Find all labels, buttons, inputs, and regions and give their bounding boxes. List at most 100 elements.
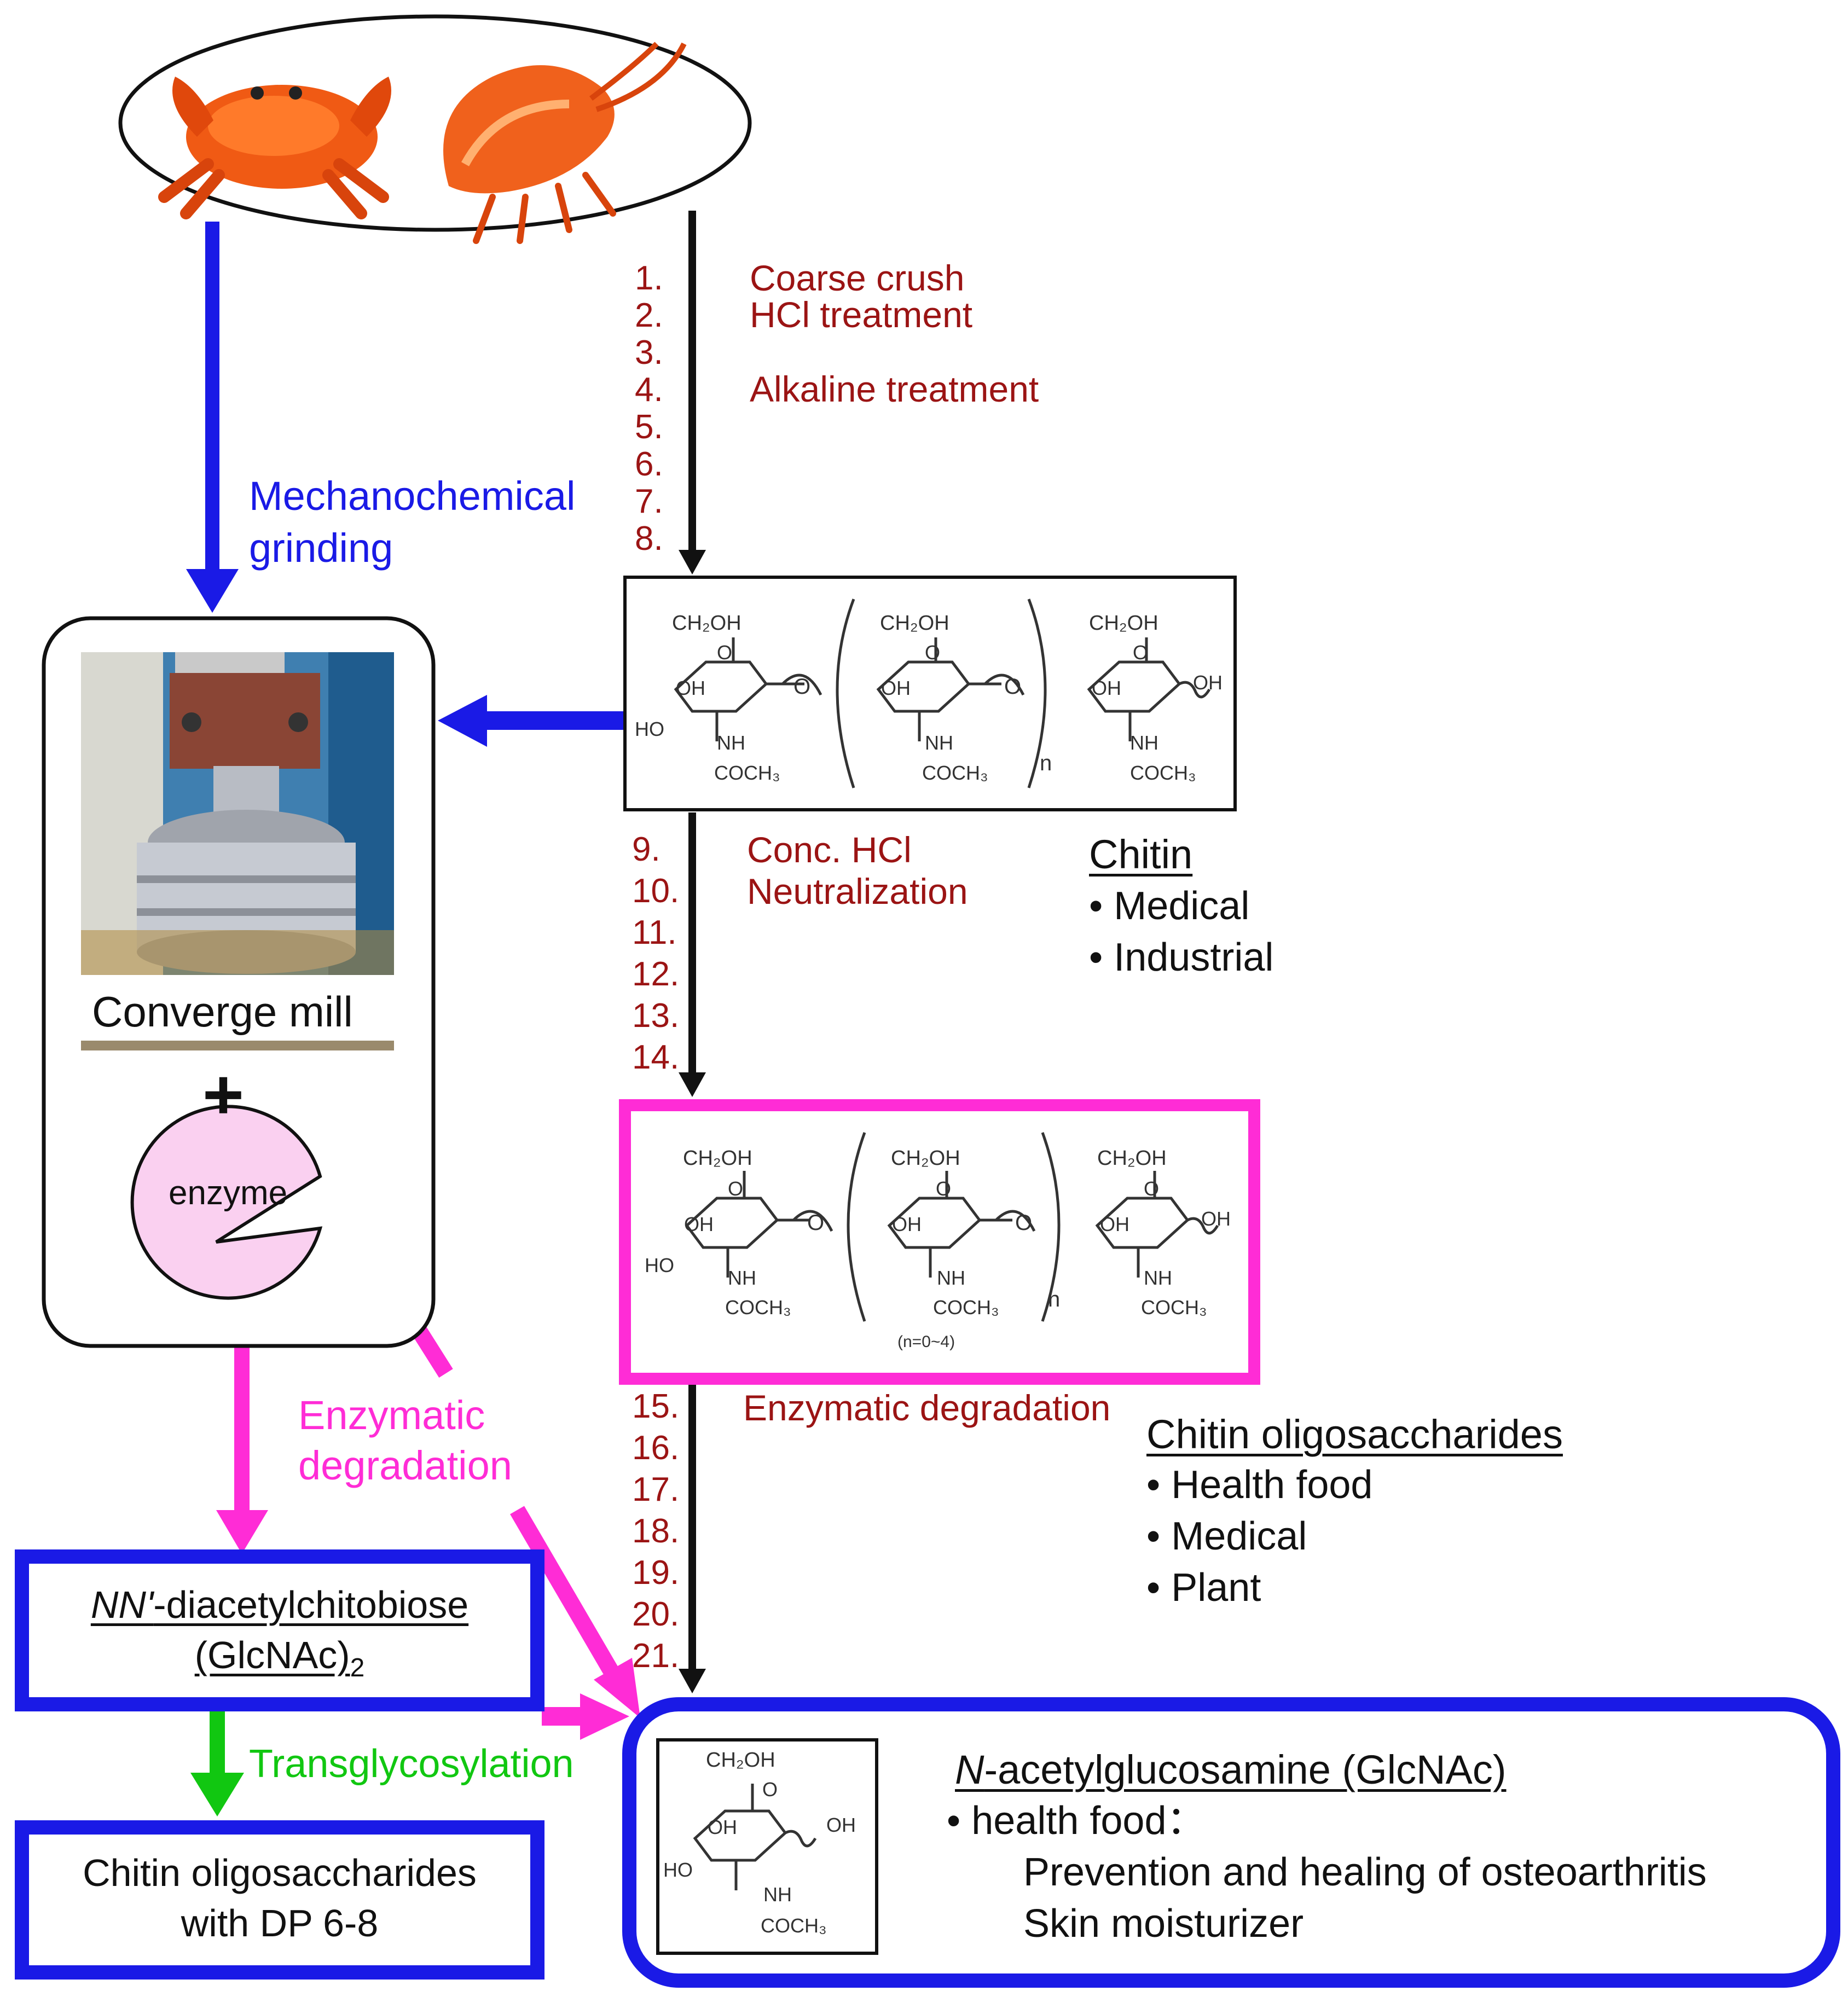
- coch3-label: COCH₃: [714, 762, 780, 784]
- ring-o-label: O: [762, 1778, 778, 1801]
- step-number: 3.: [635, 334, 663, 372]
- enzymatic-label-line1: Enzymatic: [298, 1392, 485, 1438]
- glcnac-title: N-acetylglucosamine (GlcNAc): [955, 1750, 1507, 1790]
- glcnac-structure: [693, 1784, 817, 1890]
- transglycosylation-arrow: [190, 1708, 244, 1816]
- step-number: 14.: [632, 1038, 680, 1076]
- nh-label: NH: [1130, 732, 1158, 754]
- converge-mill-caption: Converge mill: [92, 988, 353, 1036]
- chitin-oligo-use-medical: • Medical: [1146, 1514, 1307, 1558]
- step-number: 20.: [632, 1595, 680, 1633]
- step-number: 7.: [635, 483, 663, 520]
- ho-label: HO: [635, 718, 664, 740]
- glcnac-structure-box: [656, 1738, 878, 1955]
- nh-label: NH: [728, 1267, 756, 1289]
- step-number: 21.: [632, 1637, 680, 1675]
- coch3-label: COCH₃: [1141, 1296, 1207, 1319]
- ho-label: HO: [663, 1859, 693, 1881]
- mechanochemical-arrows: [186, 222, 627, 747]
- step-number: 15.: [632, 1388, 680, 1425]
- glcnac-use-skin: Skin moisturizer: [1023, 1902, 1304, 1946]
- chitin-title: Chitin: [1089, 832, 1193, 877]
- oligo-dp-line1: Chitin oligosaccharides: [83, 1851, 477, 1894]
- chitin-oligo-use-plant: • Plant: [1146, 1566, 1261, 1610]
- main-process-arrows: [679, 211, 706, 1693]
- step-label-alkaline: Alkaline treatment: [750, 369, 1039, 409]
- step-number: 11.: [632, 914, 677, 951]
- glycosidic-o-label: O: [1004, 675, 1022, 699]
- enzyme-label: enzyme: [169, 1174, 288, 1212]
- step-label-hcl: HCl treatment: [750, 294, 973, 335]
- ring-o-label: O: [936, 1177, 952, 1200]
- ch2oh-label: CH₂OH: [891, 1147, 960, 1170]
- enzyme-shape: [130, 1105, 323, 1300]
- glycosidic-o-label: O: [1015, 1211, 1033, 1235]
- chitin-oligo-title: Chitin oligosaccharides: [1146, 1412, 1563, 1457]
- ch2oh-label: CH₂OH: [1097, 1147, 1167, 1170]
- ch2oh-label: CH₂OH: [880, 612, 949, 635]
- coch3-label: COCH₃: [725, 1296, 791, 1319]
- step-label-enzymatic-degradation: Enzymatic degradation: [743, 1388, 1111, 1428]
- chitin-use-industrial: • Industrial: [1089, 936, 1274, 979]
- step-label-conc-hcl: Conc. HCl: [747, 829, 912, 870]
- step-number: 10.: [632, 872, 680, 910]
- oh-label: OH: [892, 1213, 922, 1235]
- oh-label: OH: [826, 1814, 856, 1836]
- glcnac-title-rest: -acetylglucosamine (GlcNAc): [984, 1747, 1507, 1792]
- ring-o-label: O: [925, 641, 941, 664]
- nh-label: NH: [937, 1267, 965, 1289]
- enzymatic-label-line2: degradation: [298, 1443, 512, 1488]
- ho-label: HO: [645, 1254, 674, 1276]
- mechanochemical-label-line2: grinding: [249, 525, 393, 571]
- oh-label: OH: [1092, 677, 1121, 699]
- diacetylchitobiose-formula: (GlcNAc)2: [22, 1636, 537, 1681]
- ring-o-label: O: [1144, 1177, 1160, 1200]
- glcnac-health-food: • health food：: [947, 1799, 1206, 1843]
- step-number: 2.: [635, 297, 663, 334]
- step-label-neutralization: Neutralization: [747, 871, 968, 912]
- oh-label: OH: [1100, 1213, 1129, 1235]
- step-number: 1.: [635, 259, 663, 297]
- step-number: 4.: [635, 371, 663, 409]
- converge-mill-photo: [81, 652, 394, 975]
- oh-label: OH: [684, 1213, 714, 1235]
- plus-sign: +: [202, 1054, 244, 1134]
- n-subscript: n: [1048, 1287, 1061, 1311]
- glcnac-box: [622, 1697, 1840, 1988]
- chitin-oligo-structure-box: [619, 1099, 1260, 1385]
- oligo-dp-line2: with DP 6-8: [181, 1902, 379, 1944]
- oh-label: OH: [881, 677, 911, 699]
- mechanochemical-label-line1: Mechanochemical: [249, 473, 576, 519]
- step-number: 12.: [632, 955, 680, 993]
- glycosidic-o-label: O: [807, 1211, 825, 1235]
- coch3-label: COCH₃: [933, 1296, 999, 1319]
- shrimp-icon: [443, 42, 687, 244]
- oh-label: OH: [676, 677, 705, 699]
- n-range-label: (n=0~4): [897, 1333, 955, 1351]
- ch2oh-label: CH₂OH: [672, 612, 741, 635]
- glycosidic-o-label: O: [793, 675, 811, 699]
- chitin-use-medical: • Medical: [1089, 884, 1250, 928]
- diacetylchitobiose-name: NN'-diacetylchitobiose: [22, 1586, 537, 1624]
- glcnac2-main: (GlcNAc): [194, 1634, 350, 1676]
- ch2oh-label: CH₂OH: [683, 1147, 752, 1170]
- diacetylchitobiose-italic: NN': [90, 1583, 154, 1626]
- crab-icon: [158, 77, 391, 219]
- chitin-oligo-structure: [685, 1132, 1219, 1322]
- oh-label: OH: [1193, 671, 1223, 694]
- nh-label: NH: [925, 732, 953, 754]
- chitin-oligo-use-health-food: • Health food: [1146, 1463, 1373, 1507]
- step-number: 13.: [632, 997, 680, 1035]
- chitin-structure-box: [623, 576, 1237, 811]
- nh-label: NH: [717, 732, 745, 754]
- step-number: 18.: [632, 1512, 680, 1550]
- step-number: 16.: [632, 1429, 680, 1467]
- step-number: 9.: [632, 831, 661, 868]
- step-number: 6.: [635, 445, 663, 483]
- ring-o-label: O: [728, 1177, 744, 1200]
- step-label-coarse-crush: Coarse crush: [750, 258, 965, 298]
- glcnac-use-osteoarthritis: Prevention and healing of osteoarthritis: [1023, 1850, 1707, 1894]
- n-subscript: n: [1040, 751, 1052, 775]
- nh-label: NH: [1144, 1267, 1172, 1289]
